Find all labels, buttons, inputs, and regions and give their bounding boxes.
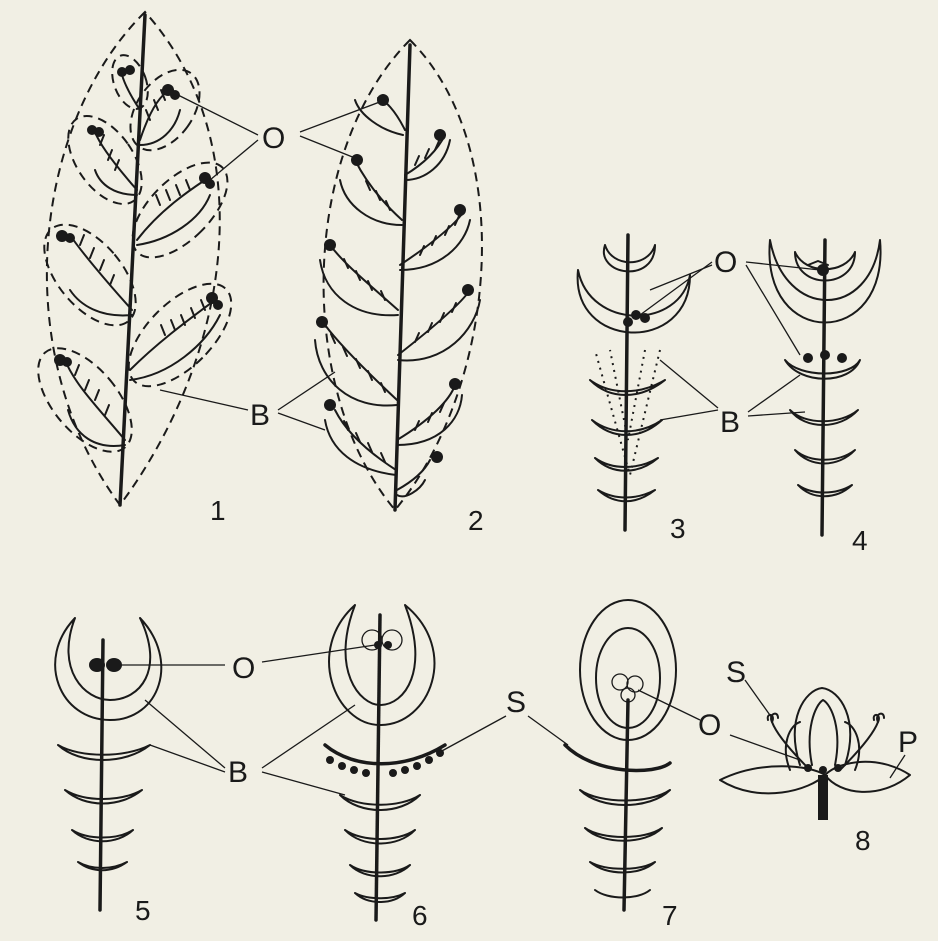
stage-8-flower xyxy=(720,688,910,820)
stage-number-7: 7 xyxy=(662,900,678,931)
stage-6-figure xyxy=(325,605,445,920)
label-ovule-1: O xyxy=(262,122,285,155)
label-ovule-2: O xyxy=(714,246,737,279)
label-sepal-2: S xyxy=(726,656,746,689)
part-labels: O B O B O B S O S P xyxy=(228,122,918,789)
stage-number-6: 6 xyxy=(412,900,428,931)
stage-number-5: 5 xyxy=(135,895,151,926)
stage-4-figure xyxy=(769,240,880,535)
stage-numbers: 1 2 3 4 5 6 7 8 xyxy=(135,495,871,931)
stage-2-figure xyxy=(315,40,482,510)
stage-number-4: 4 xyxy=(852,525,868,556)
label-bract-2: B xyxy=(720,406,740,439)
stage-1-figure xyxy=(21,12,249,505)
stage-number-8: 8 xyxy=(855,825,871,856)
label-petal: P xyxy=(898,726,918,759)
stage-5-figure xyxy=(55,618,161,910)
stage-number-3: 3 xyxy=(670,513,686,544)
label-bract-1: B xyxy=(250,399,270,432)
label-sepal-1: S xyxy=(506,686,526,719)
stage-7-figure xyxy=(565,600,676,910)
label-ovule-4: O xyxy=(698,709,721,742)
label-ovule-3: O xyxy=(232,652,255,685)
stage-number-2: 2 xyxy=(468,505,484,536)
label-bract-3: B xyxy=(228,756,248,789)
stage-number-1: 1 xyxy=(210,495,226,526)
stage-3-figure xyxy=(578,235,690,530)
